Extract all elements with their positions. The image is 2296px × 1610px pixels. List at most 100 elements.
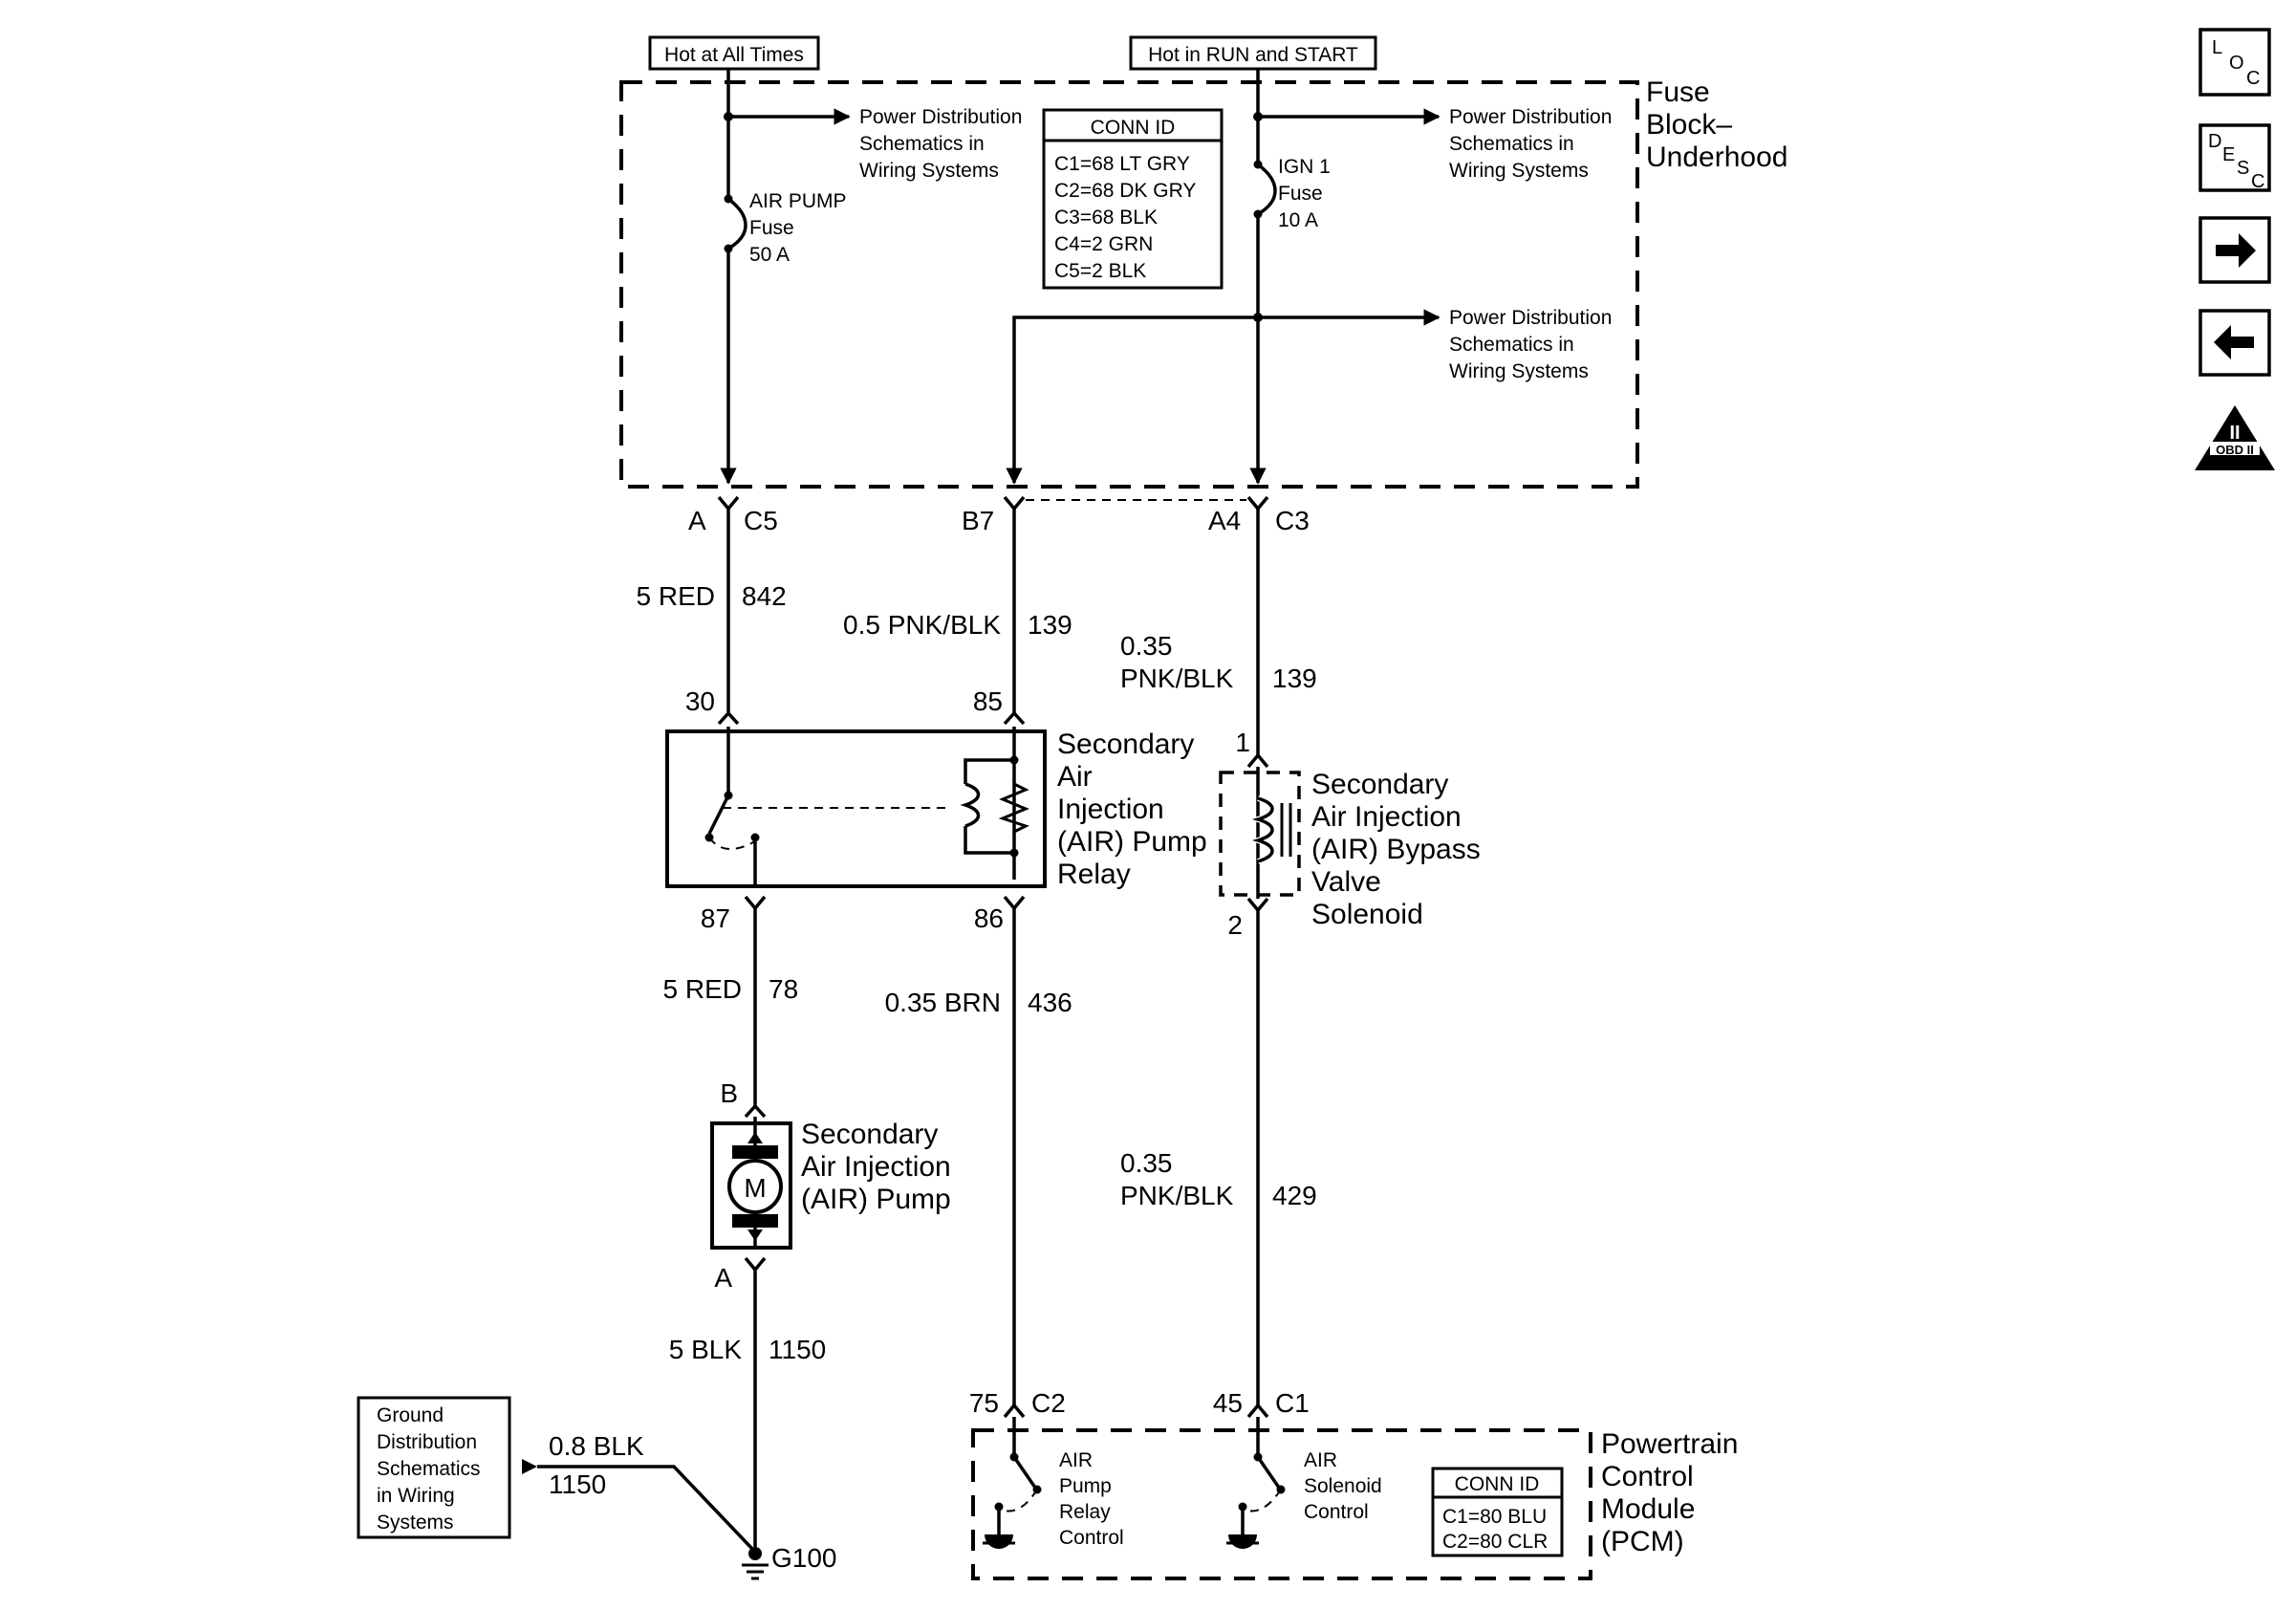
conn-id-row: C1=68 LT GRY <box>1054 153 1190 175</box>
wire-circuit-label: 1150 <box>769 1335 826 1364</box>
connector-mark <box>1003 1403 1026 1419</box>
terminal-label: A <box>714 1263 732 1293</box>
motor-letter: M <box>744 1173 766 1203</box>
previous-page-button[interactable] <box>2199 309 2271 377</box>
power-dist-label: Power Distribution <box>859 106 1022 128</box>
terminal-label: 1 <box>1235 728 1250 757</box>
pcm-title: Control <box>1601 1461 1694 1492</box>
ground-feed-arrow <box>522 1459 537 1474</box>
pcm-conn-id-table: CONN ID C1=80 BLU C2=80 CLR <box>1431 1467 1564 1557</box>
terminal-label: C2 <box>1031 1388 1066 1418</box>
fuse-block-outline <box>619 80 1639 489</box>
fuse-block-title: Underhood <box>1646 141 1787 173</box>
conn-id-row: C5=2 BLK <box>1054 260 1146 282</box>
wire-circuit-label: 436 <box>1028 988 1072 1017</box>
terminal-label: 86 <box>974 903 1004 933</box>
wire-size-label: 5 RED <box>637 581 715 611</box>
terminal-label: B7 <box>962 506 994 535</box>
relay-control-label: AIR <box>1059 1449 1093 1471</box>
relay-control-label: Pump <box>1059 1475 1112 1497</box>
fuse-ign-label: IGN 1 <box>1278 156 1331 178</box>
wire-size-label: 0.35 <box>1120 631 1173 661</box>
fuse-ign-label: Fuse <box>1278 183 1323 205</box>
obd-roman: II <box>2229 423 2240 444</box>
wire-circuit-label: 139 <box>1028 610 1072 640</box>
terminal-label: 75 <box>969 1388 999 1418</box>
connector-mark <box>744 1256 767 1273</box>
terminal-label: C1 <box>1275 1388 1310 1418</box>
terminal-label: A <box>688 506 706 535</box>
wire-circuit-label: 78 <box>769 974 798 1004</box>
solenoid-label: Air Injection <box>1311 801 1462 833</box>
arrow-left-icon <box>2214 325 2254 359</box>
connector-mark <box>1003 895 1026 911</box>
ground-distribution-reference: Ground Distribution Schematics in Wiring… <box>357 1396 511 1539</box>
fuse-air-pump-label: Fuse <box>749 217 794 239</box>
desc-letter: D <box>2208 131 2221 152</box>
desc-letter: S <box>2237 158 2249 179</box>
air-pump-motor: M <box>710 1117 792 1250</box>
connector-mark <box>744 1103 767 1119</box>
conn-id-title: CONN ID <box>1455 1473 1540 1495</box>
pcm-title: Powertrain <box>1601 1428 1738 1460</box>
source-hot-in-run-start: Hot in RUN and START <box>1129 35 1377 71</box>
terminal-label: A4 <box>1208 506 1241 535</box>
conn-id-row: C2=80 CLR <box>1442 1531 1548 1553</box>
power-dist-label: Schematics in <box>1449 334 1574 356</box>
source-hot-at-all-times: Hot at All Times <box>648 35 820 71</box>
power-dist-label: Power Distribution <box>1449 307 1612 329</box>
relay-control-label: Control <box>1059 1527 1124 1549</box>
power-dist-label: Power Distribution <box>1449 106 1612 128</box>
conn-id-title: CONN ID <box>1091 117 1176 139</box>
next-page-button[interactable] <box>2199 216 2271 284</box>
wire-size-label: PNK/BLK <box>1120 1181 1234 1210</box>
wire-circuit-label: 429 <box>1272 1181 1317 1210</box>
conn-id-row: C4=2 GRN <box>1054 233 1153 255</box>
loc-letter: O <box>2229 53 2244 74</box>
obd-ii-button[interactable]: OBD II II <box>2195 405 2275 470</box>
terminal-label: 85 <box>973 686 1003 716</box>
relay-control-label: Relay <box>1059 1501 1111 1523</box>
loc-letter: C <box>2246 68 2260 89</box>
terminal-label: 45 <box>1213 1388 1243 1418</box>
relay-label: (AIR) Pump <box>1057 826 1207 858</box>
obd-label: OBD II <box>2216 443 2254 457</box>
location-button[interactable]: L O C <box>2199 28 2271 97</box>
ground-point-label: G100 <box>771 1543 837 1573</box>
wire-circuit-label: 1150 <box>549 1469 606 1499</box>
ground-symbol <box>742 1547 769 1580</box>
fuse-ign-label: 10 A <box>1278 209 1318 231</box>
power-dist-label: Schematics in <box>1449 133 1574 155</box>
ground-dist-label: in Wiring <box>377 1485 455 1507</box>
ground-dist-label: Ground <box>377 1404 444 1426</box>
splice <box>1253 112 1263 121</box>
arrow-right-icon <box>2216 233 2256 268</box>
fuse-block-title: Block– <box>1646 109 1732 141</box>
solenoid-control-label: Control <box>1304 1501 1369 1523</box>
pcm-outline <box>971 1428 1592 1580</box>
wire-splice-to-b7 <box>1006 315 1258 485</box>
pump-label: Air Injection <box>801 1151 951 1183</box>
ground-dist-label: Systems <box>377 1512 454 1534</box>
pump-label: (AIR) Pump <box>801 1184 951 1215</box>
wire-size-label: 5 BLK <box>669 1335 743 1364</box>
bypass-valve-solenoid <box>1219 767 1301 899</box>
power-dist-label: Wiring Systems <box>859 160 999 182</box>
fuse-air-pump-label: 50 A <box>749 244 790 266</box>
desc-letter: C <box>2251 171 2264 192</box>
power-dist-label: Wiring Systems <box>1449 360 1589 382</box>
source-label: Hot in RUN and START <box>1148 44 1358 66</box>
relay-label: Air <box>1057 761 1093 793</box>
fuse-air-pump-label: AIR PUMP <box>749 190 847 212</box>
solenoid-label: (AIR) Bypass <box>1311 834 1481 865</box>
description-button[interactable]: D E S C <box>2199 123 2271 192</box>
power-dist-label: Schematics in <box>859 133 985 155</box>
ground-dist-label: Distribution <box>377 1431 477 1453</box>
wire-size-label: 0.5 PNK/BLK <box>843 610 1001 640</box>
solenoid-control-label: AIR <box>1304 1449 1337 1471</box>
connector-mark <box>744 895 767 911</box>
terminal-label: B <box>720 1078 738 1108</box>
terminal-label: C5 <box>744 506 778 535</box>
terminal-label: C3 <box>1275 506 1310 535</box>
ground-dist-label: Schematics <box>377 1458 481 1480</box>
